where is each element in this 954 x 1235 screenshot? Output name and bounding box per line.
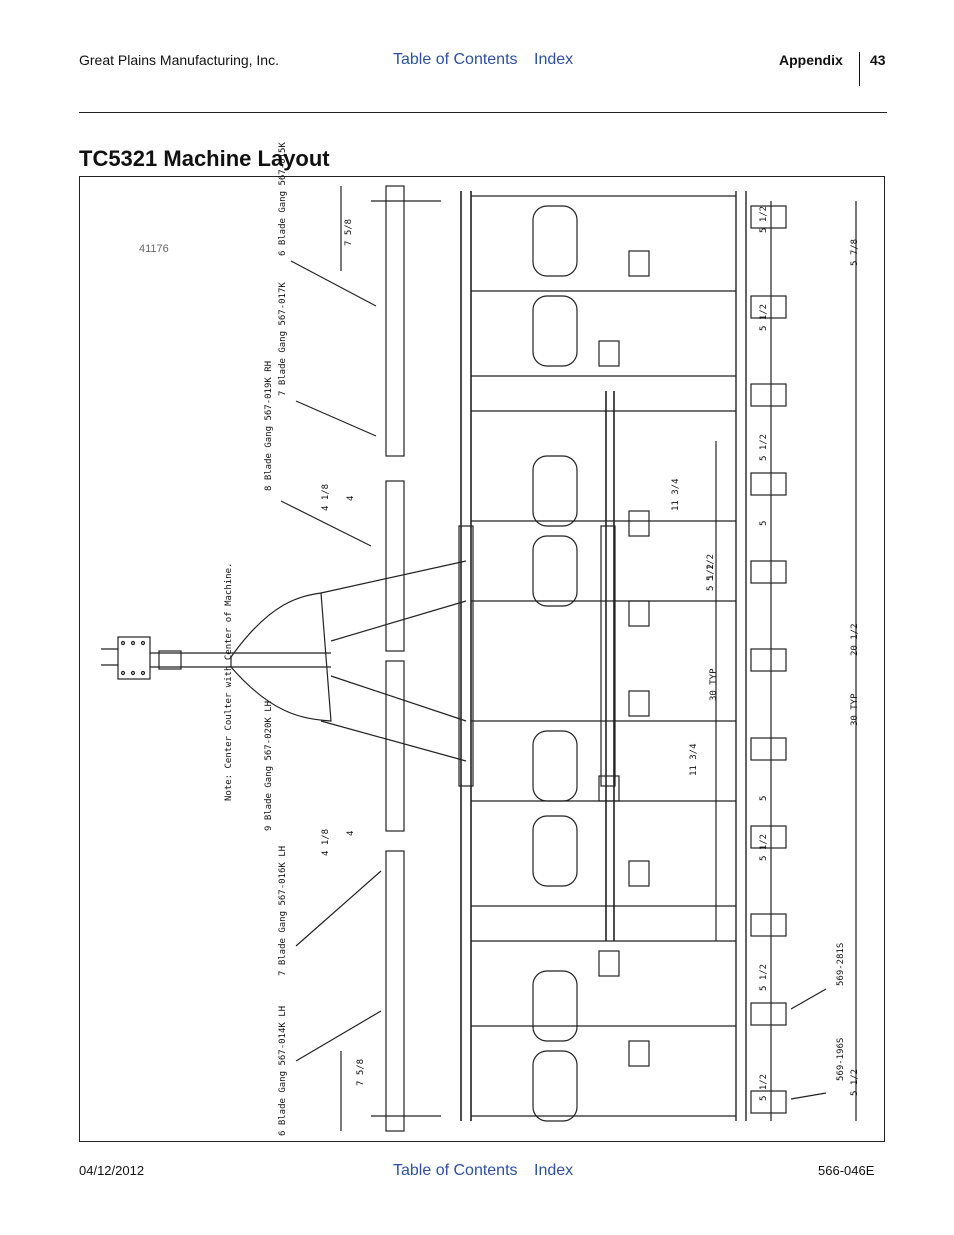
far-right-dimension: 5 1/2 xyxy=(850,1068,860,1096)
far-right-dimension: 20 1/2 xyxy=(850,623,860,656)
header-divider xyxy=(859,52,860,86)
part-callout: 569-196S xyxy=(836,1037,846,1081)
gang-label: 6 Blade Gang 567-015K xyxy=(278,142,288,256)
mid-dimension: 30 TYP xyxy=(709,668,719,701)
right-dimension: 5 1/2 xyxy=(759,833,769,861)
left-dimension: 7 5/8 xyxy=(356,1058,366,1086)
gang-label: 7 Blade Gang 567-016K LH xyxy=(278,845,288,976)
mid-dimension: 5 1/2 xyxy=(706,553,716,581)
mid-dimension: 11 3/4 xyxy=(689,743,699,776)
right-dimension: 5 xyxy=(759,795,769,801)
footer-date: 04/12/2012 xyxy=(79,1163,145,1178)
page-title: TC5321 Machine Layout xyxy=(79,146,330,171)
gang-label: 9 Blade Gang 567-020K LH xyxy=(264,700,274,831)
section-name: Appendix xyxy=(779,52,843,68)
mid-dimension: 11 3/4 xyxy=(671,478,681,511)
left-dimension: 4 xyxy=(346,495,356,501)
tires xyxy=(532,205,578,1122)
left-dimension: 4 1/8 xyxy=(321,483,331,511)
part-callout: 569-281S xyxy=(836,942,846,986)
right-dimension: 5 xyxy=(759,520,769,526)
footer-index-link[interactable]: Index xyxy=(534,1162,574,1179)
right-dimension: 5 1/2 xyxy=(759,205,769,233)
center-coulter-note: Note: Center Coulter with Center of Mach… xyxy=(224,562,234,801)
figure-number: 41176 xyxy=(139,243,169,255)
machine-layout-drawing xyxy=(101,185,857,1132)
right-dimension: 5 1/2 xyxy=(759,303,769,331)
left-dimension: 7 5/8 xyxy=(344,218,354,246)
gang-label: 8 Blade Gang 567-019K RH xyxy=(264,360,274,491)
index-link[interactable]: Index xyxy=(534,51,574,68)
left-dimension: 4 1/8 xyxy=(321,828,331,856)
table-of-contents-link[interactable]: Table of Contents xyxy=(393,51,518,68)
right-dimension: 5 1/2 xyxy=(759,963,769,991)
left-dimension: 4 xyxy=(346,830,356,836)
machine-layout-figure: 6 Blade Gang 567-015K 7 Blade Gang 567-01… xyxy=(79,142,885,1142)
shanks xyxy=(598,205,787,1114)
gang-label: 7 Blade Gang 567-017K xyxy=(278,282,288,396)
hitch-plate xyxy=(117,636,151,680)
footer-doc-number: 566-046E xyxy=(818,1163,875,1178)
far-right-dimension: 5 7/8 xyxy=(850,238,860,266)
far-right-dimension: 30 TYP xyxy=(850,693,860,726)
company-name: Great Plains Manufacturing, Inc. xyxy=(79,52,279,68)
header-rule xyxy=(79,112,887,113)
right-dimension: 5 1/2 xyxy=(759,1073,769,1101)
right-dimension: 5 1/2 xyxy=(759,433,769,461)
gang-label: 6 Blade Gang 567-014K LH xyxy=(278,1005,288,1136)
footer-table-of-contents-link[interactable]: Table of Contents xyxy=(393,1162,518,1179)
page-number: 43 xyxy=(870,52,886,68)
